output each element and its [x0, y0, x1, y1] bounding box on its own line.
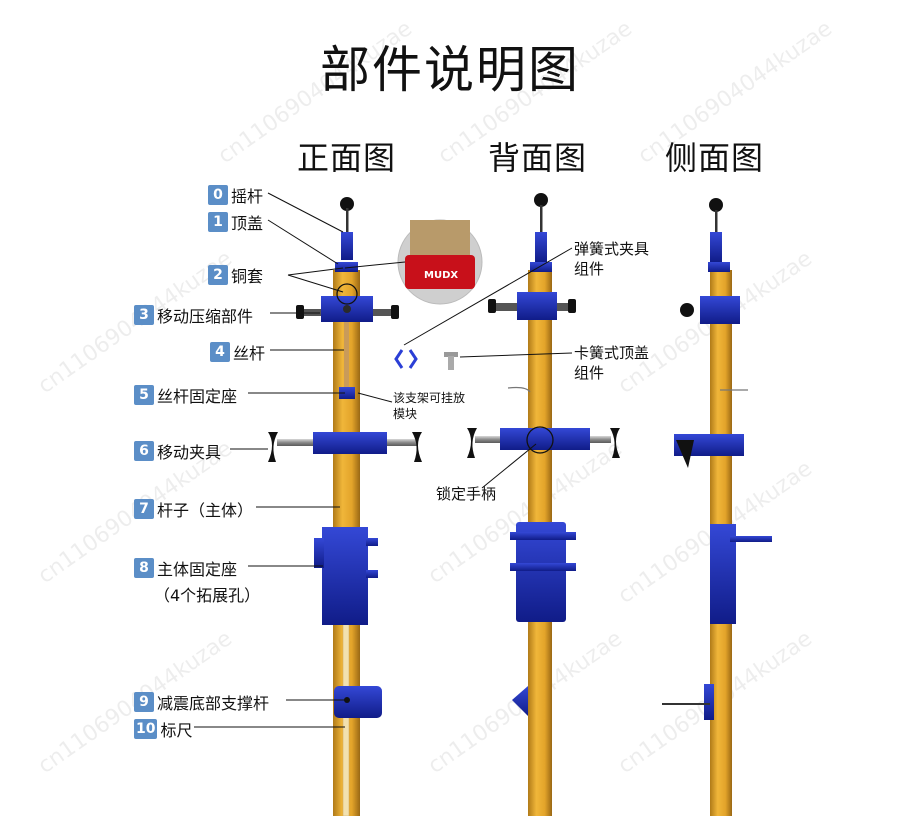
callout-line: 弹簧式夹具 [574, 240, 650, 258]
front-rocker-head [341, 232, 353, 260]
part-label-3: 3 移动压缩部件 [134, 303, 253, 327]
part-name: 标尺 [160, 721, 193, 740]
part-label-8: 8 主体固定座 [134, 556, 237, 580]
part-name: 铜套 [231, 267, 264, 286]
page-title: 部件说明图 [320, 41, 580, 99]
part-label-1: 1 顶盖 [208, 210, 263, 234]
part-name: 丝杆 [233, 344, 266, 363]
part-name: 移动压缩部件 [157, 307, 254, 326]
spring-clamp-callout: 弹簧式夹具 组件 [574, 239, 649, 279]
part-name: 丝杆固定座 [157, 387, 238, 406]
part-label-10: 10 标尺 [134, 717, 193, 741]
part-label-6: 6 移动夹具 [134, 439, 221, 463]
front-view [268, 197, 422, 816]
part-number-badge: 7 [134, 499, 154, 519]
callout-line: 该支架可挂放 [393, 391, 466, 405]
part-subtext: （4个拓展孔） [154, 586, 261, 605]
callout-line: 组件 [574, 260, 605, 278]
callout-line: 卡簧式顶盖 [574, 344, 650, 362]
front-compress-bolt [343, 305, 351, 313]
part-label-8-sub: （4个拓展孔） [154, 582, 260, 606]
part-name: 杆子（主体） [157, 501, 254, 520]
front-rocker [346, 208, 349, 234]
part-label-4: 4 丝杆 [210, 340, 265, 364]
inset-brand: MUDX [424, 270, 458, 281]
inset-photo: MUDX [397, 219, 483, 305]
part-number-badge: 5 [134, 385, 154, 405]
part-label-9: 9 减震底部支撑杆 [134, 690, 269, 714]
part-name: 移动夹具 [157, 443, 222, 462]
part-number-badge: 6 [134, 441, 154, 461]
front-base-support [334, 686, 382, 718]
part-label-2: 2 铜套 [208, 263, 263, 287]
front-main-seat [322, 527, 368, 625]
snap-cap-callout: 卡簧式顶盖 组件 [574, 343, 649, 383]
side-view [662, 198, 772, 816]
part-name: 顶盖 [231, 214, 264, 233]
back-view-title: 背面图 [488, 139, 588, 177]
part-label-7: 7 杆子（主体） [134, 497, 253, 521]
part-number-badge: 3 [134, 305, 154, 325]
spring-clamp-icon [394, 349, 418, 369]
part-name: 减震底部支撑杆 [157, 694, 270, 713]
front-screw [344, 322, 349, 392]
part-label-5: 5 丝杆固定座 [134, 383, 237, 407]
part-number-badge: 8 [134, 558, 154, 578]
part-name: 摇杆 [231, 187, 264, 206]
part-number-badge: 4 [210, 342, 230, 362]
lock-handle-callout: 锁定手柄 [436, 485, 497, 503]
front-screw-seat [339, 387, 355, 399]
callout-line: 组件 [574, 364, 605, 382]
front-clamp-body [313, 432, 387, 454]
part-name: 主体固定座 [157, 560, 238, 579]
hang-module-callout: 该支架可挂放 模块 [393, 390, 465, 422]
part-number-badge: 0 [208, 185, 228, 205]
back-view [467, 193, 620, 816]
part-number-badge: 1 [208, 212, 228, 232]
part-number-badge: 9 [134, 692, 154, 712]
leader-lines [194, 192, 573, 728]
part-number-badge: 2 [208, 265, 228, 285]
part-number-badge: 10 [134, 719, 158, 739]
callout-line: 模块 [393, 407, 418, 421]
front-cap [335, 262, 358, 272]
front-knob [340, 197, 354, 211]
front-view-title: 正面图 [297, 139, 397, 177]
snap-cap-icon [444, 352, 458, 370]
part-label-0: 0 摇杆 [208, 183, 263, 207]
side-view-title: 侧面图 [665, 139, 765, 177]
